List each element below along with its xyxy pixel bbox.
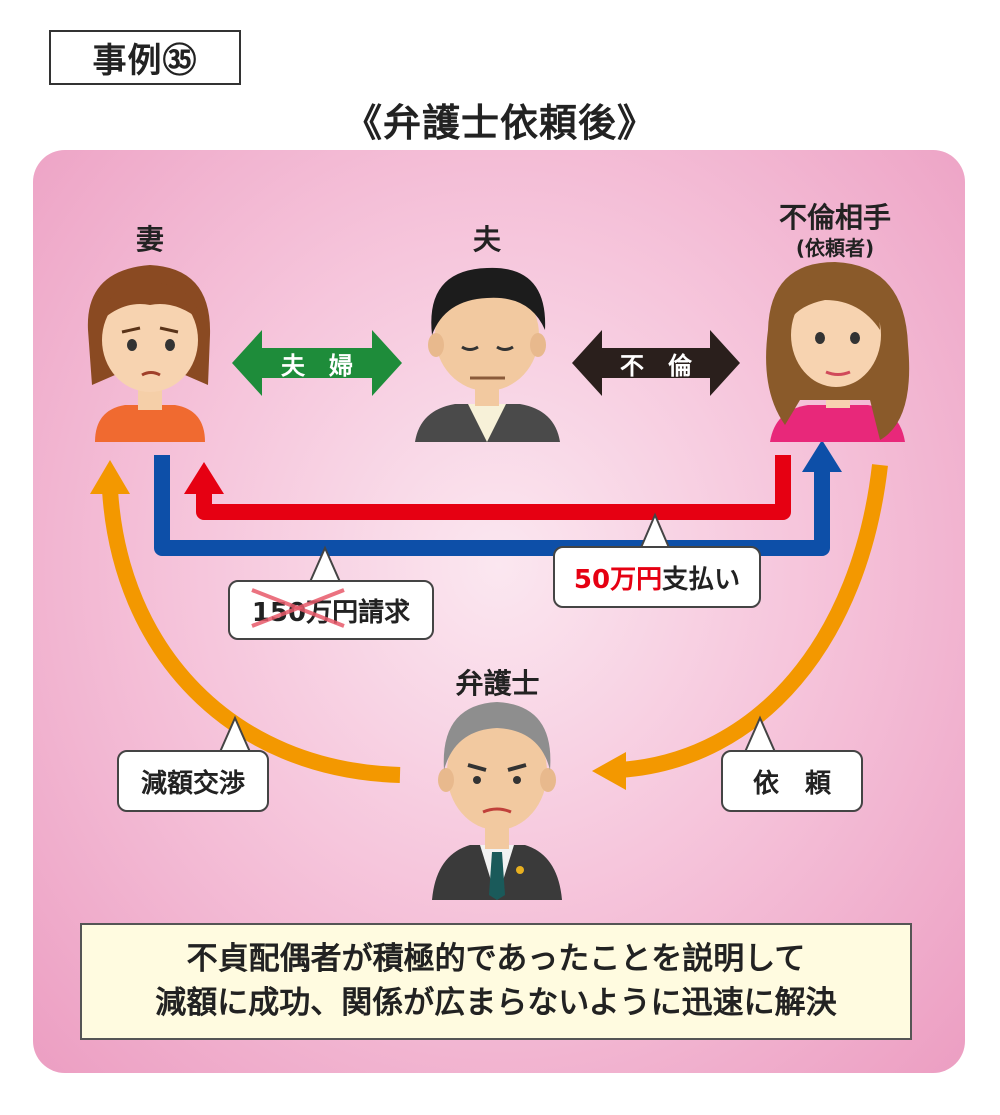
affair-partner-illustration [766, 262, 910, 442]
claim-callout: 150万円 請求 [228, 580, 434, 640]
paid-callout-pointer [638, 512, 672, 551]
lawyer-label: 弁護士 [455, 667, 540, 700]
paid-amount: 50万円 [573, 564, 663, 595]
case-number-label: 事例㉟ [49, 30, 241, 85]
request-callout: 依 頼 [721, 750, 863, 812]
marriage-label: 夫 婦 [281, 352, 353, 380]
strikethrough-cross-icon [251, 587, 345, 628]
affair-label: 不 倫 [620, 352, 692, 380]
affair-double-arrow [572, 330, 740, 396]
wife-label: 妻 [135, 223, 164, 256]
claim-suffix: 請求 [358, 597, 411, 628]
claim-amount-struck: 150万円 [251, 587, 358, 629]
paid-suffix: 支払い [662, 564, 741, 595]
page-title: 《弁護士依頼後》 [343, 101, 656, 145]
husband-label: 夫 [472, 223, 501, 256]
blue-arrowhead [802, 440, 842, 472]
blue-arrow-wife-to-partner [154, 455, 830, 556]
summary-line-2: 減額に成功、関係が広まらないように迅速に解決 [155, 984, 837, 1021]
lawyer-illustration [432, 702, 562, 900]
orange-arrow-request [619, 464, 888, 778]
paid-callout: 50万円 支払い [553, 546, 761, 608]
wife-illustration [87, 265, 211, 442]
orange-arrowhead-right [592, 752, 626, 790]
husband-illustration [415, 267, 560, 442]
red-arrowhead [184, 462, 224, 494]
summary-box: 不貞配偶者が積極的であったことを説明して 減額に成功、関係が広まらないように迅速… [80, 923, 912, 1040]
red-arrow-partner-to-wife [196, 455, 791, 520]
marriage-double-arrow [232, 330, 402, 396]
affair-partner-label: 不倫相手 [778, 201, 891, 234]
summary-line-1: 不貞配偶者が積極的であったことを説明して [186, 941, 806, 978]
orange-arrowhead-left [90, 460, 130, 494]
affair-partner-sublabel: (依頼者) [795, 236, 875, 260]
orange-arrow-negotiation [102, 489, 401, 783]
negotiation-callout: 減額交渉 [117, 750, 269, 812]
